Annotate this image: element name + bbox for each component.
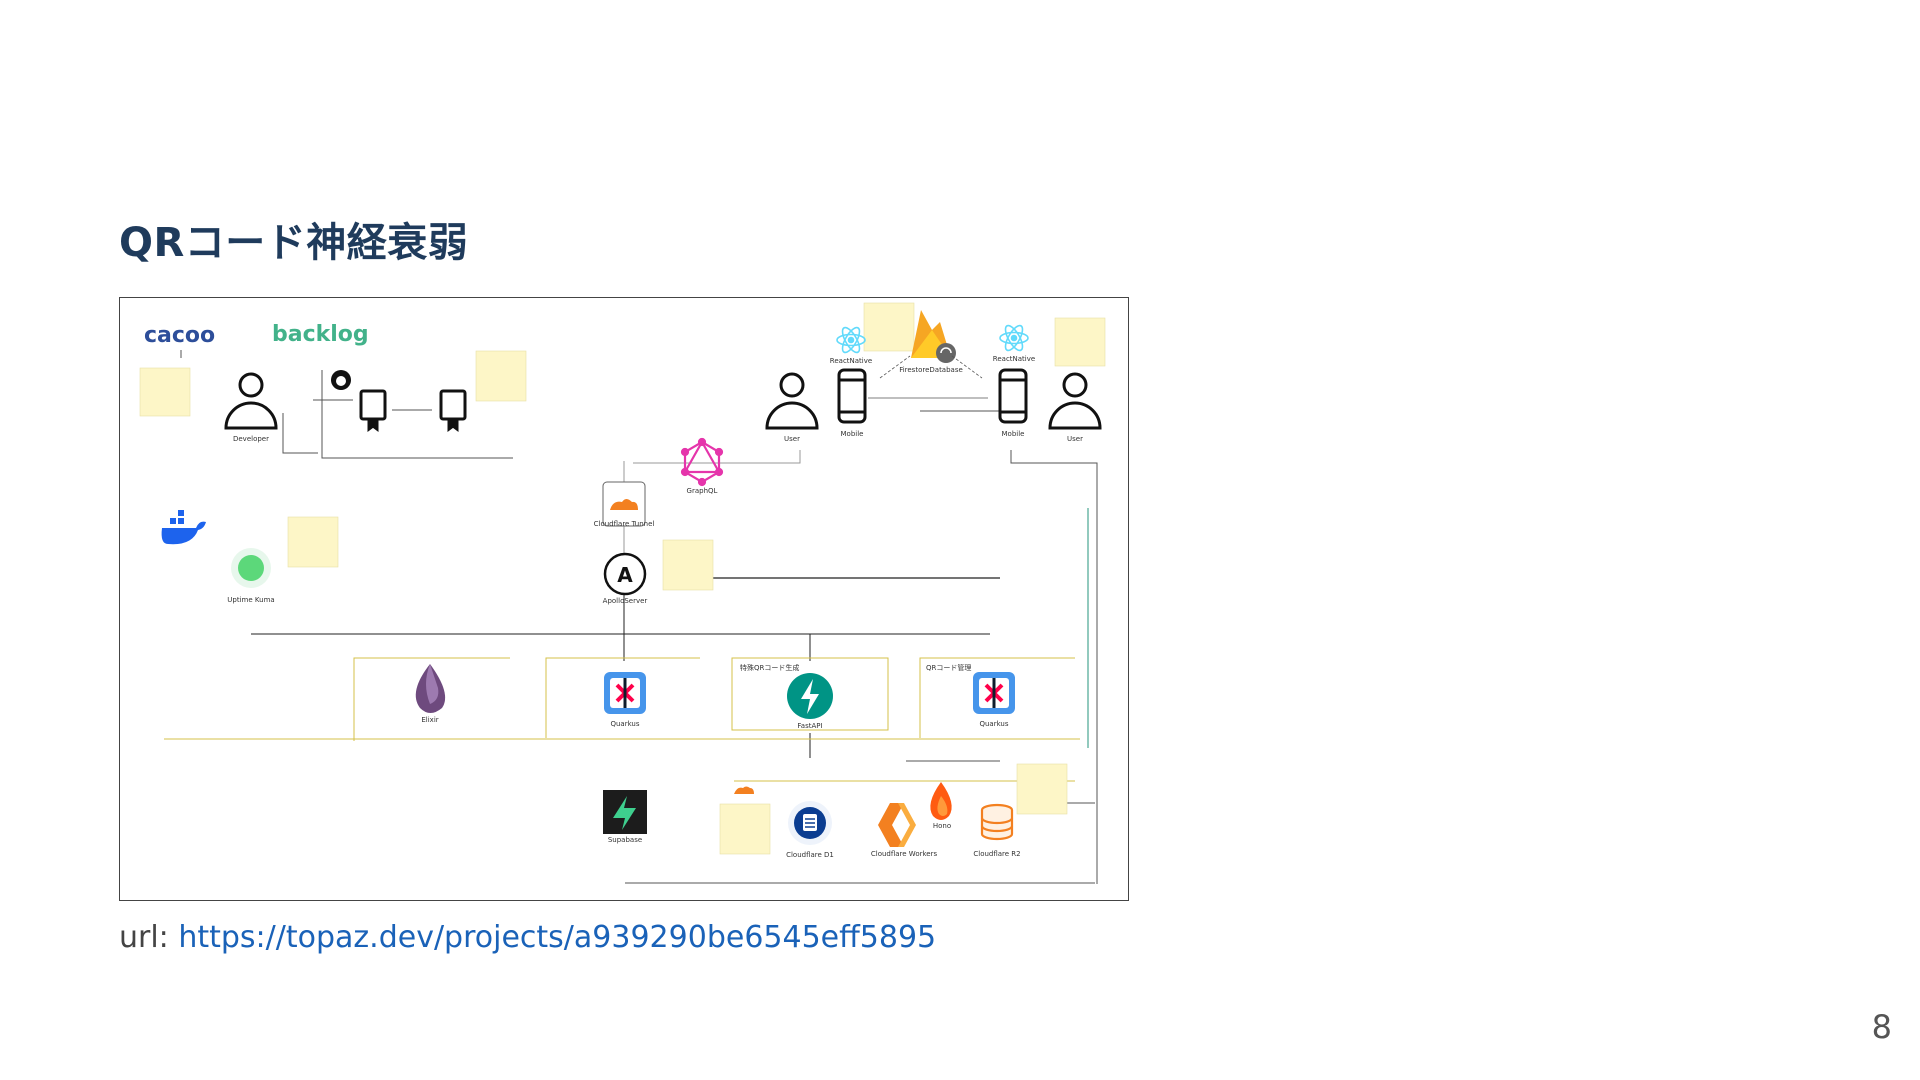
hono-label: Hono (933, 822, 951, 830)
section-quarkus-right-label: QRコード管理 (926, 663, 971, 672)
graphql-label: GraphQL (687, 487, 718, 495)
apollo-icon: A (603, 552, 647, 596)
quarkus-right-icon (973, 672, 1015, 714)
cloudflare-small-icon (734, 786, 754, 794)
user-right-icon (1048, 372, 1102, 430)
uptime-kuma-label: Uptime Kuma (227, 596, 274, 604)
hono-icon (930, 782, 952, 820)
page-number: 8 (1871, 1008, 1892, 1046)
docker-icon (161, 510, 206, 545)
apollo-label: ApolloServer (603, 597, 648, 605)
user-right-label: User (1067, 435, 1083, 443)
user-left-label: User (784, 435, 800, 443)
connector-lines (251, 370, 1098, 884)
supabase-label: Supabase (608, 836, 642, 844)
url-line: url: https://topaz.dev/projects/a939290b… (119, 920, 936, 955)
quarkus-right-label: Quarkus (979, 720, 1008, 728)
cloudflare-workers-label: Cloudflare Workers (871, 850, 938, 858)
quarkus-left-icon (604, 672, 646, 714)
url-prefix: url: (119, 920, 179, 955)
cloudflare-d1-icon (788, 801, 832, 845)
mobile-left-label: Mobile (841, 430, 864, 438)
slide-title: QRコード神経衰弱 (119, 220, 469, 266)
elixir-icon (415, 664, 446, 713)
elixir-label: Elixir (421, 716, 438, 724)
project-url-link[interactable]: https://topaz.dev/projects/a939290be6545… (178, 920, 937, 955)
repository-icon (359, 389, 387, 432)
architecture-diagram: cacoo backlog Developer User (119, 297, 1129, 901)
supabase-icon (603, 790, 647, 834)
uptime-kuma-icon (231, 548, 271, 588)
fastapi-label: FastAPI (797, 722, 822, 730)
cloudflare-r2-icon (980, 803, 1014, 841)
mobile-left-icon (837, 368, 867, 424)
sticky-notes (139, 302, 1106, 855)
react-right-label: ReactNative (993, 355, 1035, 363)
firebase-icon (911, 310, 956, 363)
cacoo-logo: cacoo (144, 323, 215, 348)
backlog-logo: backlog (272, 322, 369, 347)
mobile-right-icon (998, 368, 1028, 424)
user-left-icon (765, 372, 819, 430)
firestore-label: FirestoreDatabase (899, 366, 963, 374)
react-left-label: ReactNative (830, 357, 872, 365)
firestore-connectors (868, 355, 988, 399)
section-fastapi-label: 特殊QRコード生成 (740, 663, 799, 672)
react-right-icon (999, 324, 1029, 352)
section-lines (164, 657, 1080, 782)
cloudflare-r2-label: Cloudflare R2 (973, 850, 1020, 858)
repository-private-icon (439, 389, 467, 432)
mobile-right-label: Mobile (1002, 430, 1025, 438)
graphql-icon (680, 437, 724, 487)
cloudflare-tunnel-icon (602, 481, 646, 527)
developer-label: Developer (233, 435, 269, 443)
fastapi-icon (787, 673, 833, 719)
cloudflare-tunnel-label: Cloudflare Tunnel (594, 520, 655, 528)
react-left-icon (836, 326, 866, 354)
developer-icon (224, 372, 278, 430)
cloudflare-d1-label: Cloudflare D1 (786, 851, 834, 859)
quarkus-left-label: Quarkus (610, 720, 639, 728)
svg-text:A: A (617, 563, 633, 587)
github-icon (331, 370, 351, 390)
cloudflare-workers-icon (878, 803, 916, 847)
